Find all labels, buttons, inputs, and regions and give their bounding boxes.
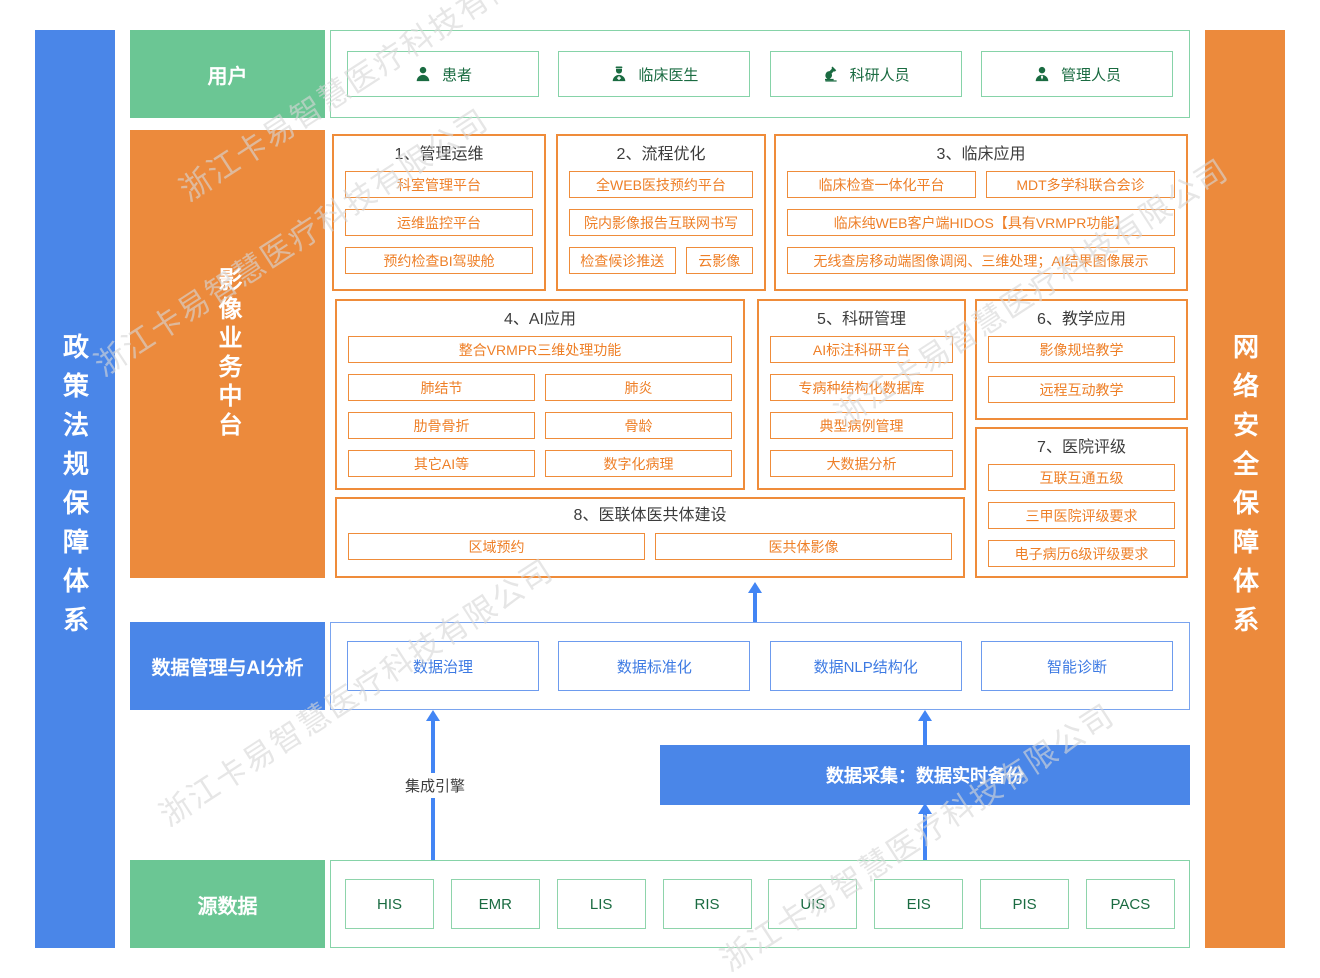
- microscope-icon: [824, 66, 837, 82]
- source-system-emr: EMR: [450, 879, 540, 929]
- platform-item: 院内影像报告互联网书写: [569, 209, 753, 236]
- section-research-management: 5、科研管理 AI标注科研平台 专病种结构化数据库 典型病例管理 大数据分析: [757, 299, 966, 490]
- section-hospital-rating: 7、医院评级 互联互通五级 三甲医院评级要求 电子病历6级评级要求: [975, 427, 1188, 578]
- platform-item: 预约检查BI驾驶舱: [345, 247, 533, 274]
- section-title: 2、流程优化: [616, 146, 706, 163]
- platform-item: 整合VRMPR三维处理功能: [348, 336, 732, 363]
- section-title: 1、管理运维: [394, 146, 484, 163]
- source-system-lis: LIS: [556, 879, 646, 929]
- section-title: 7、医院评级: [1037, 439, 1126, 456]
- platform-item: 远程互动教学: [988, 376, 1175, 403]
- arrow-collection-to-datamgmt: [918, 710, 932, 746]
- user-label: 科研人员: [849, 66, 910, 84]
- platform-label: 影像业务中台: [130, 130, 325, 578]
- data-mgmt-container: 数据治理 数据标准化 数据NLP结构化 智能诊断: [330, 622, 1190, 710]
- arrow-datamgmt-to-platform: [748, 582, 762, 622]
- network-security-bar: 网络安全保障体系: [1205, 30, 1285, 948]
- data-mgmt-item: 数据NLP结构化: [769, 641, 962, 691]
- data-mgmt-item: 智能诊断: [980, 641, 1173, 691]
- section-ai-application: 4、AI应用 整合VRMPR三维处理功能 肺结节 肺炎 肋骨骨折 骨龄 其它AI…: [335, 299, 745, 490]
- user-box-clinician: 临床医生: [558, 51, 751, 97]
- source-system-pis: PIS: [980, 879, 1070, 929]
- platform-item: 三甲医院评级要求: [988, 502, 1175, 529]
- policy-guarantee-bar: 政策法规保障体系: [35, 30, 115, 948]
- platform-item: 医共体影像: [655, 533, 952, 560]
- section-title: 6、教学应用: [1037, 311, 1126, 328]
- platform-item: 其它AI等: [348, 450, 535, 477]
- platform-item: 互联互通五级: [988, 464, 1175, 491]
- user-label: 临床医生: [638, 66, 699, 84]
- admin-icon: [1035, 66, 1049, 82]
- section-management-ops: 1、管理运维 科室管理平台 运维监控平台 预约检查BI驾驶舱: [332, 134, 546, 291]
- data-mgmt-item: 数据治理: [347, 641, 539, 691]
- section-teaching-application: 6、教学应用 影像规培教学 远程互动教学: [975, 299, 1188, 420]
- platform-item: 区域预约: [348, 533, 645, 560]
- platform-item: 全WEB医技预约平台: [569, 171, 753, 198]
- section-title: 8、医联体医共体建设: [573, 507, 727, 524]
- data-mgmt-item: 数据标准化: [558, 641, 751, 691]
- source-system-uis: UIS: [768, 879, 858, 929]
- platform-item: 检查候诊推送: [569, 247, 676, 274]
- users-container: 患者 临床医生 科研人员 管理人员: [330, 30, 1190, 118]
- section-clinical-application: 3、临床应用 临床检查一体化平台 MDT多学科联合会诊 临床纯WEB客户端HID…: [774, 134, 1188, 291]
- patient-icon: [416, 66, 430, 82]
- users-label: 用户: [130, 30, 325, 118]
- network-security-label: 网络安全保障体系: [1229, 333, 1260, 645]
- data-mgmt-label: 数据管理与AI分析: [130, 622, 325, 710]
- platform-item: 运维监控平台: [345, 209, 533, 236]
- platform-item: 肋骨骨折: [348, 412, 535, 439]
- platform-item: 临床检查一体化平台: [787, 171, 976, 198]
- user-label: 管理人员: [1060, 66, 1121, 84]
- platform-item: 影像规培教学: [988, 336, 1175, 363]
- doctor-icon: [613, 66, 626, 82]
- platform-item: 肺炎: [545, 374, 732, 401]
- source-system-eis: EIS: [874, 879, 964, 929]
- platform-item: 专病种结构化数据库: [770, 374, 953, 401]
- platform-item: 科室管理平台: [345, 171, 533, 198]
- platform-item: 骨龄: [545, 412, 732, 439]
- user-box-admin: 管理人员: [980, 51, 1173, 97]
- platform-item: 肺结节: [348, 374, 535, 401]
- source-system-ris: RIS: [662, 879, 752, 929]
- section-title: 3、临床应用: [936, 146, 1026, 163]
- platform-item: 电子病历6级评级要求: [988, 540, 1175, 567]
- platform-item: 云影像: [685, 247, 753, 274]
- integration-engine-label: 集成引擎: [401, 773, 470, 798]
- user-box-researcher: 科研人员: [769, 51, 962, 97]
- policy-guarantee-label: 政策法规保障体系: [59, 333, 90, 645]
- platform-item: AI标注科研平台: [770, 336, 953, 363]
- platform-item: 大数据分析: [770, 450, 953, 477]
- section-title: 4、AI应用: [503, 311, 577, 328]
- platform-item: 临床纯WEB客户端HIDOS【具有VRMPR功能】: [787, 209, 1175, 236]
- user-box-patient: 患者: [347, 51, 539, 97]
- data-collection-box: 数据采集：数据实时备份: [660, 745, 1190, 805]
- user-label: 患者: [441, 66, 472, 84]
- platform-item: 数字化病理: [545, 450, 732, 477]
- source-system-pacs: PACS: [1085, 879, 1175, 929]
- platform-item: 典型病例管理: [770, 412, 953, 439]
- source-data-label: 源数据: [130, 860, 325, 948]
- platform-item: 无线查房移动端图像调阅、三维处理；AI结果图像展示: [787, 247, 1175, 274]
- arrow-source-to-collection: [918, 803, 932, 860]
- section-medical-alliance: 8、医联体医共体建设 区域预约 医共体影像: [335, 497, 965, 578]
- source-system-his: HIS: [345, 879, 434, 929]
- section-title: 5、科研管理: [817, 311, 906, 328]
- source-data-container: HIS EMR LIS RIS UIS EIS PIS PACS: [330, 860, 1190, 948]
- section-process-optimization: 2、流程优化 全WEB医技预约平台 院内影像报告互联网书写 检查候诊推送 云影像: [556, 134, 766, 291]
- platform-item: MDT多学科联合会诊: [986, 171, 1175, 198]
